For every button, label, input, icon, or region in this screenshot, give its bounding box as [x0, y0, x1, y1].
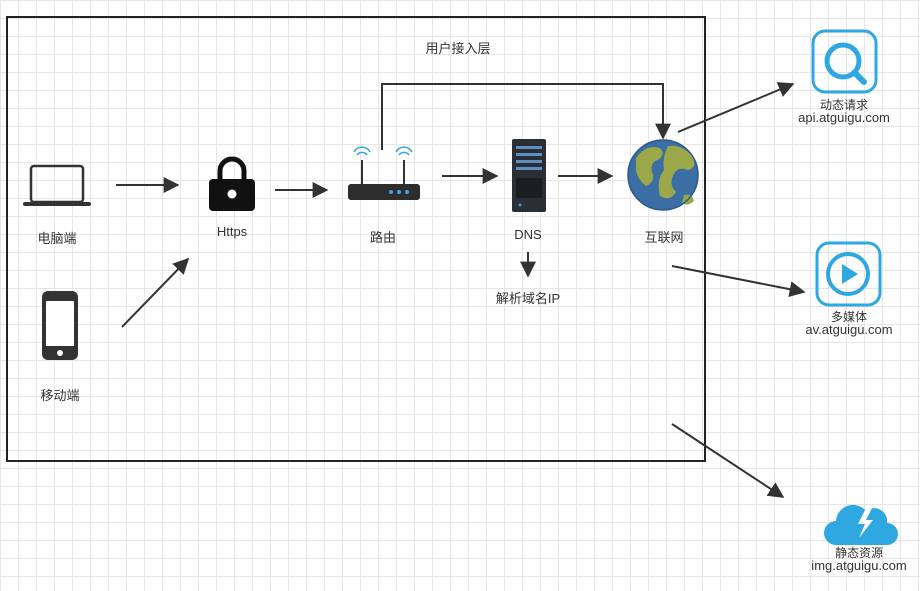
arrow-internet-to-av	[671, 265, 806, 298]
arrow-mobile-to-https	[121, 257, 190, 328]
layer-title: 用户接入层	[425, 41, 491, 56]
service-img-title: 静态资源	[834, 546, 884, 560]
arrow-internet-to-api	[677, 82, 795, 133]
service-img-domain: img.atguigu.com	[811, 558, 907, 573]
play-icon	[815, 241, 882, 307]
https-label: Https	[216, 224, 248, 239]
globe-icon	[627, 139, 699, 211]
cloud-lightning-icon	[824, 504, 898, 545]
dns-resolve-label: 解析域名IP	[495, 291, 561, 306]
user-access-layer-box	[6, 16, 706, 462]
server-icon	[512, 139, 546, 212]
service-api-domain: api.atguigu.com	[798, 110, 890, 125]
pc-label: 电脑端	[37, 231, 77, 246]
service-av-domain: av.atguigu.com	[805, 322, 893, 337]
lock-icon	[209, 156, 255, 211]
router-label: 路由	[369, 230, 397, 245]
smartphone-icon	[42, 291, 78, 360]
search-icon	[811, 29, 878, 94]
internet-label: 互联网	[644, 230, 684, 245]
mobile-label: 移动端	[40, 388, 80, 403]
router-icon	[348, 146, 420, 200]
laptop-icon	[23, 164, 91, 206]
arrow-router-bypass-to-internet	[381, 83, 671, 150]
dns-label: DNS	[514, 227, 542, 242]
service-api-title: 动态请求	[819, 98, 869, 112]
arrow-internet-to-img	[671, 423, 785, 498]
service-av-title: 多媒体	[830, 310, 868, 324]
